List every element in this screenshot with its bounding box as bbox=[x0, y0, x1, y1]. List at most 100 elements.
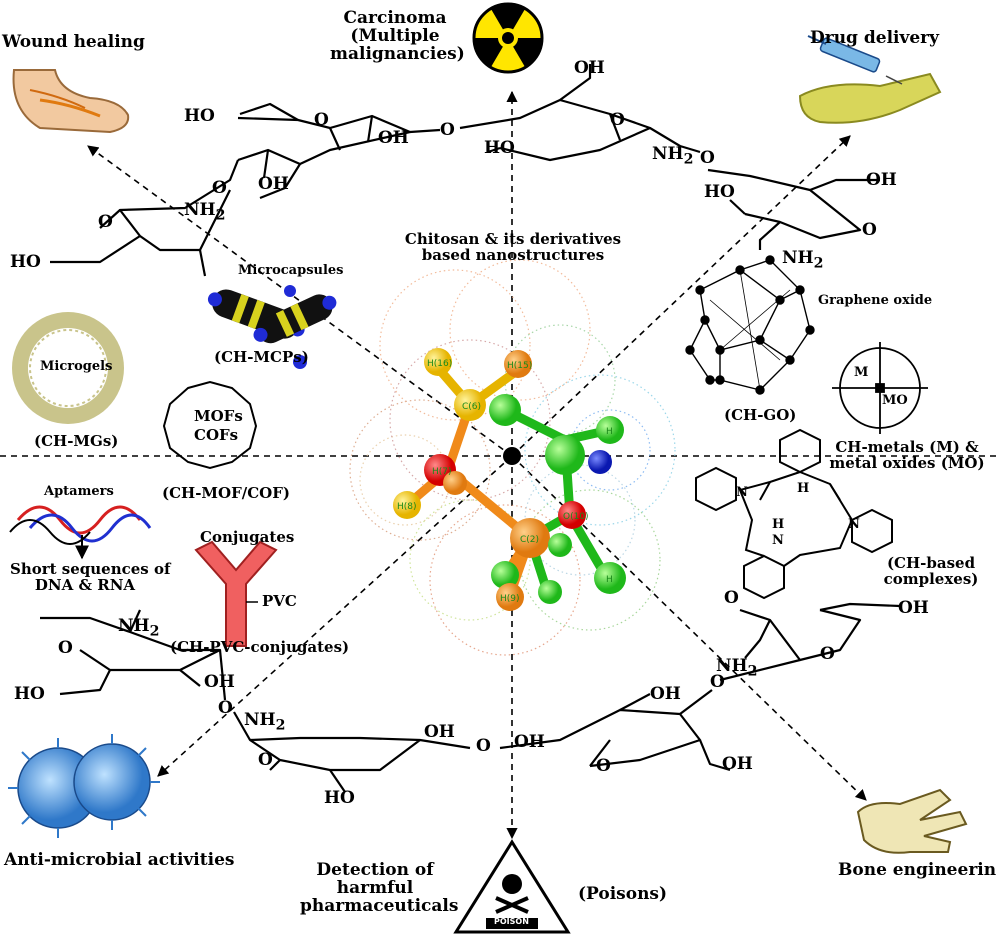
chem-nh: NH bbox=[716, 656, 748, 676]
anti-microbial-label: Anti-microbial activities bbox=[4, 850, 235, 870]
chem-subscript: 2 bbox=[215, 207, 226, 224]
metal-m-label: M bbox=[854, 365, 869, 380]
axis-lines bbox=[0, 90, 996, 840]
chem-subscript: 2 bbox=[747, 663, 758, 680]
chem-oh: OH bbox=[574, 58, 605, 78]
bone-engineering-label: Bone engineering bbox=[838, 860, 996, 880]
chem-ho: HO bbox=[704, 182, 735, 202]
mofs-label: MOFs bbox=[194, 407, 243, 425]
chem-oh: OH bbox=[258, 174, 289, 194]
chem-subscript: 2 bbox=[813, 255, 824, 272]
ch-go-label: (CH-GO) bbox=[724, 406, 797, 424]
chem-nh: NH bbox=[244, 710, 276, 730]
carcinoma-label: Carcinoma (Multiple malignancies) bbox=[330, 9, 465, 64]
svg-text:H(16): H(16) bbox=[427, 359, 452, 369]
poisons-label: (Poisons) bbox=[578, 884, 668, 904]
chem-o: O bbox=[58, 638, 73, 658]
chem-ho: HO bbox=[324, 788, 355, 808]
chem-o: O bbox=[710, 672, 725, 692]
porphyrin-icon bbox=[695, 428, 893, 600]
chem-oh: OH bbox=[898, 598, 929, 618]
chem-ho: HO bbox=[10, 252, 41, 272]
chem-o-link: O bbox=[218, 698, 233, 718]
chem-o: O bbox=[724, 588, 739, 608]
short-seq-line2: DNA & RNA bbox=[34, 575, 136, 594]
chem-oh: OH bbox=[204, 672, 235, 692]
center-title: Chitosan & its derivatives based nanostr… bbox=[398, 230, 628, 264]
atom-labels: H(16) H(15) C(6) H(7) O(10) H(8) C(2) H(… bbox=[397, 359, 613, 604]
svg-text:H(15): H(15) bbox=[507, 361, 532, 371]
svg-text:O(10): O(10) bbox=[563, 512, 589, 522]
svg-text:H(8): H(8) bbox=[397, 502, 417, 512]
radiation-icon bbox=[472, 2, 544, 74]
chem-nh: NH bbox=[184, 200, 216, 220]
chem-nh2: NH2 bbox=[118, 617, 160, 640]
poison-sign-icon bbox=[453, 839, 571, 934]
microgels-label: Microgels bbox=[40, 359, 113, 374]
chem-o: O bbox=[98, 212, 113, 232]
foot-icon bbox=[12, 69, 130, 134]
chem-ho: HO bbox=[484, 138, 515, 158]
detection-line3: pharmaceuticals bbox=[300, 895, 459, 916]
svg-text:H(7): H(7) bbox=[432, 467, 452, 477]
chem-ho: HO bbox=[14, 684, 45, 704]
ch-based-line1: (CH-based bbox=[886, 554, 976, 572]
ch-based-complexes-label: (CH-based complexes) bbox=[876, 554, 986, 588]
center-title-line2: based nanostructures bbox=[421, 245, 605, 264]
chem-o-link: O bbox=[700, 148, 715, 168]
mof-cof-ring-icon bbox=[162, 380, 258, 470]
chem-subscript: 2 bbox=[275, 717, 286, 734]
detection-label: Detection of harmful pharmaceuticals bbox=[300, 860, 459, 916]
svg-text:H(9): H(9) bbox=[500, 594, 520, 604]
drug-delivery-label: Drug delivery bbox=[810, 28, 940, 48]
porphyrin-n-2: N bbox=[848, 517, 860, 532]
ch-based-line2: complexes) bbox=[883, 569, 979, 588]
aptamer-dna-icon bbox=[9, 505, 152, 560]
chem-o: O bbox=[862, 220, 877, 240]
microgel-icon bbox=[12, 312, 124, 424]
microbe-icon bbox=[8, 734, 160, 838]
ch-mgs-label: (CH-MGs) bbox=[34, 432, 119, 450]
center-title-line1: Chitosan & its derivatives bbox=[404, 230, 622, 248]
chem-oh: OH bbox=[722, 754, 753, 774]
wound-healing-label: Wound healing bbox=[2, 32, 145, 52]
chem-subscript: 2 bbox=[149, 623, 160, 640]
molecule-atoms bbox=[393, 348, 626, 611]
chem-o: O bbox=[258, 750, 273, 770]
short-seq-line1: Short sequences of bbox=[10, 560, 171, 578]
graphene-oxide-label: Graphene oxide bbox=[818, 293, 933, 308]
chem-oh: OH bbox=[378, 128, 409, 148]
aptamers-label: Aptamers bbox=[44, 484, 114, 499]
chitosan-chain bbox=[40, 64, 901, 793]
detection-line1: Detection of bbox=[316, 860, 434, 880]
svg-text:C(6): C(6) bbox=[462, 402, 481, 412]
ch-mof-cof-label: (CH-MOF/COF) bbox=[162, 484, 290, 502]
chem-nh2: NH2 bbox=[184, 200, 226, 224]
detection-line2: harmful bbox=[336, 877, 414, 898]
chem-o: O bbox=[596, 756, 611, 776]
chem-nh: NH bbox=[652, 144, 684, 164]
conjugate-icon bbox=[194, 540, 278, 647]
chem-o: O bbox=[820, 644, 835, 664]
poison-sign-text: POISON bbox=[494, 917, 529, 926]
chem-oh: OH bbox=[424, 722, 455, 742]
carcinoma-line2: (Multiple bbox=[350, 25, 440, 46]
chem-o-link: O bbox=[440, 120, 455, 140]
porphyrin-n-1: N bbox=[736, 485, 748, 500]
chem-nh2: NH2 bbox=[244, 710, 286, 734]
chem-o: O bbox=[314, 110, 329, 130]
svg-text:H: H bbox=[606, 427, 613, 437]
porphyrin-n-3: N bbox=[772, 533, 784, 548]
chem-nh2: NH2 bbox=[652, 144, 694, 168]
svg-text:H: H bbox=[606, 575, 613, 585]
chem-oh: OH bbox=[866, 170, 897, 190]
chem-nh2: NH2 bbox=[716, 656, 758, 680]
chem-nh: NH bbox=[782, 248, 814, 268]
ch-mcps-label: (CH-MCPs) bbox=[214, 348, 309, 366]
metal-oxide-mo-label: MO bbox=[882, 393, 908, 408]
short-sequences-label: Short sequences of DNA & RNA bbox=[10, 560, 171, 594]
chem-subscript: 2 bbox=[683, 151, 694, 168]
ch-pvc-label: (CH-PVC-conjugates) bbox=[170, 638, 350, 656]
